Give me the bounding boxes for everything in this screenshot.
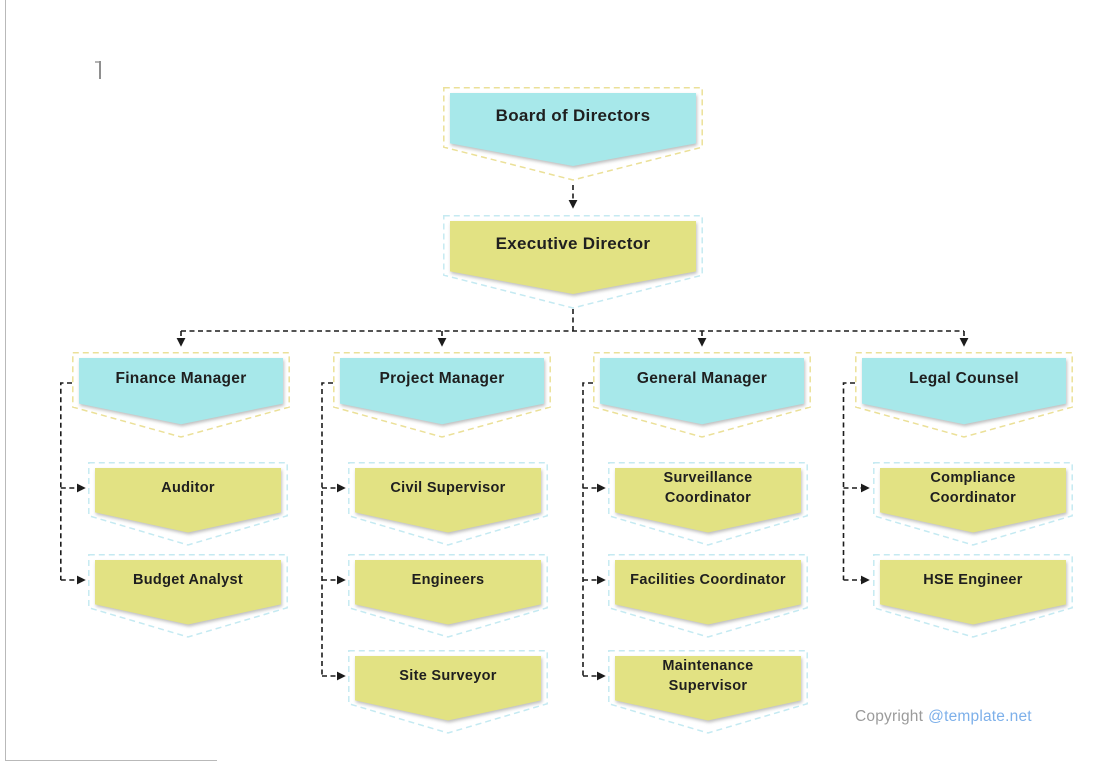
banner-shape	[88, 462, 288, 546]
org-node-surveillance-coordinator: Surveillance Coordinator	[608, 462, 808, 546]
org-node-hse-engineer: HSE Engineer	[873, 554, 1073, 638]
text-cursor-artifact	[95, 61, 101, 79]
org-node-auditor: Auditor	[88, 462, 288, 546]
banner-shape	[608, 650, 808, 734]
org-node-label: HSE Engineer	[923, 571, 1023, 588]
banner-shape	[608, 554, 808, 638]
org-node-label: Surveillance Coordinator	[663, 469, 753, 507]
org-node-label: Executive Director	[495, 234, 651, 254]
banner-shape	[333, 352, 551, 438]
org-node-board-of-directors: Board of Directors	[443, 87, 703, 181]
banner-shape	[348, 554, 548, 638]
banner-shape	[72, 352, 290, 438]
org-node-project-manager: Project Manager	[333, 352, 551, 438]
org-node-label: Project Manager	[379, 369, 505, 387]
banner-shape	[348, 462, 548, 546]
org-node-label: Legal Counsel	[909, 369, 1019, 387]
connector-rail-general	[582, 382, 593, 676]
org-node-label: Compliance Coordinator	[929, 469, 1017, 507]
page-border-bottom	[5, 760, 217, 761]
org-node-budget-analyst: Budget Analyst	[88, 554, 288, 638]
connector-rail-legal	[842, 382, 855, 580]
copyright-text: Copyright	[855, 708, 924, 725]
org-node-label: Board of Directors	[495, 106, 651, 126]
connector-rail-finance	[60, 382, 72, 580]
template-net-link[interactable]: @template.net	[928, 708, 1032, 725]
banner-shape	[608, 462, 808, 546]
banner-shape	[593, 352, 811, 438]
org-node-label: Maintenance Supervisor	[662, 657, 754, 695]
org-node-label: Auditor	[161, 479, 215, 496]
banner-shape	[873, 554, 1073, 638]
page-border-left	[5, 0, 6, 761]
copyright: Copyright@template.net	[855, 708, 1032, 726]
banner-shape	[873, 462, 1073, 546]
org-node-label: Site Surveyor	[399, 667, 497, 684]
org-node-label: Engineers	[411, 571, 485, 588]
banner-shape	[855, 352, 1073, 438]
org-node-legal-counsel: Legal Counsel	[855, 352, 1073, 438]
banner-shape	[443, 87, 703, 181]
org-node-general-manager: General Manager	[593, 352, 811, 438]
org-node-executive-director: Executive Director	[443, 215, 703, 309]
banner-shape	[443, 215, 703, 309]
banner-shape	[348, 650, 548, 734]
org-node-finance-manager: Finance Manager	[72, 352, 290, 438]
org-node-civil-supervisor: Civil Supervisor	[348, 462, 548, 546]
connector-rail-project	[321, 382, 333, 676]
org-node-site-surveyor: Site Surveyor	[348, 650, 548, 734]
banner-shape	[88, 554, 288, 638]
org-node-label: Finance Manager	[115, 369, 247, 387]
org-node-engineers: Engineers	[348, 554, 548, 638]
org-node-facilities-coordinator: Facilities Coordinator	[608, 554, 808, 638]
org-node-label: Facilities Coordinator	[630, 571, 786, 588]
org-node-label: Budget Analyst	[132, 571, 243, 588]
org-node-maintenance-supervisor: Maintenance Supervisor	[608, 650, 808, 734]
org-node-label: Civil Supervisor	[390, 479, 506, 496]
org-node-compliance-coordinator: Compliance Coordinator	[873, 462, 1073, 546]
org-node-label: General Manager	[636, 369, 768, 387]
